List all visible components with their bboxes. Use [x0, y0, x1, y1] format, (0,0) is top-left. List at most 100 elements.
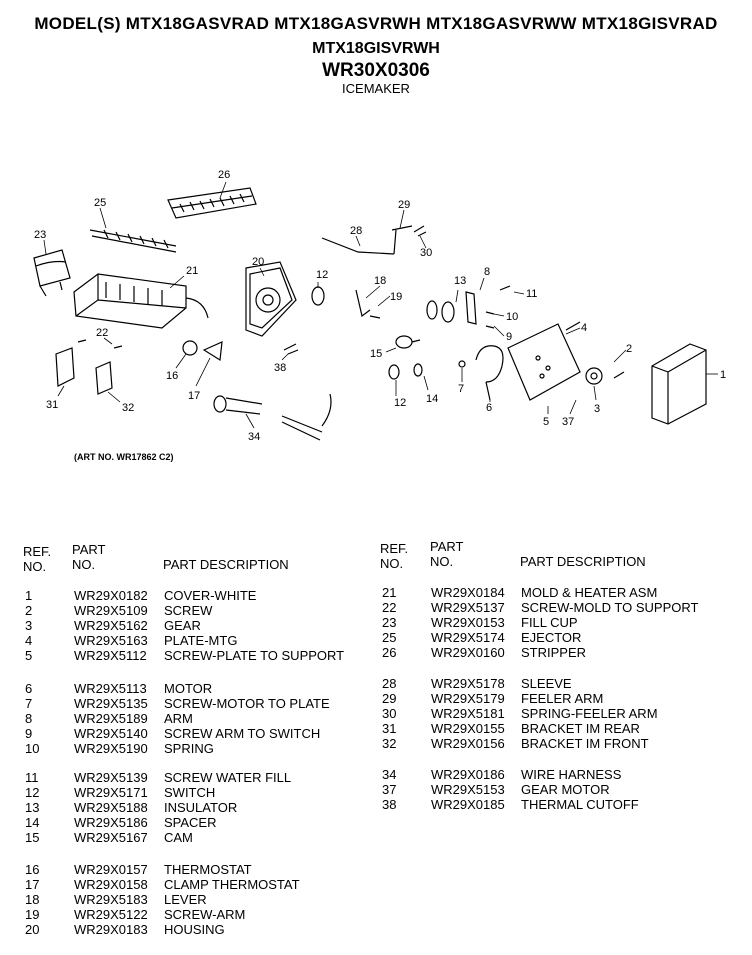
- part-number: WR29X5190: [74, 741, 148, 756]
- assembly-name: ICEMAKER: [342, 81, 410, 96]
- callout-30: 30: [420, 247, 432, 259]
- part-description: SCREW-MOTOR TO PLATE: [164, 696, 330, 711]
- part-description: SLEEVE: [521, 676, 572, 691]
- callout-38: 38: [274, 362, 286, 374]
- part-number: WR29X0185: [431, 797, 505, 812]
- callout-1: 1: [720, 369, 726, 381]
- description-header: PART DESCRIPTION: [163, 557, 289, 572]
- callout-21: 21: [186, 265, 198, 277]
- art-number: (ART NO. WR17862 C2): [74, 452, 174, 462]
- ref-header-line1-right: REF.: [380, 541, 409, 556]
- ref-header-line1: REF.: [23, 544, 52, 559]
- callout-12b: 12: [394, 397, 406, 409]
- model-list: MODEL(S) MTX18GASVRAD MTX18GASVRWH MTX18…: [34, 14, 718, 33]
- part-description: WIRE HARNESS: [521, 767, 622, 782]
- part-number: WR29X5122: [74, 907, 148, 922]
- part-wire-harness-drawing: [213, 393, 332, 441]
- ref-number: 25: [382, 630, 397, 645]
- callout-14: 14: [426, 393, 438, 405]
- part-number: WR29X5139: [74, 770, 148, 785]
- callout-6: 6: [486, 402, 492, 414]
- ref-number: 31: [382, 721, 397, 736]
- part-description: MOLD & HEATER ASM: [521, 585, 658, 600]
- description-header-right: PART DESCRIPTION: [520, 554, 646, 569]
- ref-number: 7: [25, 696, 33, 711]
- ref-number: 5: [25, 648, 33, 663]
- ref-number: 17: [25, 877, 40, 892]
- part-description: SCREW-ARM: [164, 907, 246, 922]
- part-description: BRACKET IM FRONT: [521, 736, 649, 751]
- part-description: STRIPPER: [521, 645, 587, 660]
- part-number: WR29X5140: [74, 726, 148, 741]
- part-mold-heater-drawing: [73, 273, 209, 329]
- callout-7: 7: [458, 383, 464, 395]
- part-description: SPRING: [164, 741, 214, 756]
- part-number: WR29X0184: [431, 585, 505, 600]
- part-lever-drawing: [355, 289, 381, 319]
- part-number: WR29X0155: [431, 721, 505, 736]
- ref-number: 30: [382, 706, 397, 721]
- callout-12a: 12: [316, 269, 328, 281]
- ref-header-line2: NO.: [23, 559, 47, 574]
- part-number: WR29X0157: [74, 862, 148, 877]
- part-feeler-arm-drawing: [321, 225, 427, 255]
- part-number: WR29X0183: [74, 922, 148, 937]
- ref-number: 13: [25, 800, 40, 815]
- callout-29: 29: [398, 199, 410, 211]
- callout-20: 20: [252, 256, 264, 268]
- ref-number: 2: [25, 603, 33, 618]
- part-description: FEELER ARM: [521, 691, 604, 706]
- ref-number: 8: [25, 711, 33, 726]
- part-number: WR29X5135: [74, 696, 148, 711]
- ref-number: 21: [382, 585, 397, 600]
- part-cam-drawing: [395, 335, 421, 349]
- part-description: COVER-WHITE: [164, 588, 257, 603]
- callout-31: 31: [46, 399, 58, 411]
- part-description: SWITCH: [164, 785, 216, 800]
- callout-5: 5: [543, 416, 549, 428]
- ref-number: 18: [25, 892, 40, 907]
- part-header-line1-right: PART: [430, 539, 464, 554]
- part-number: WR29X5137: [431, 600, 505, 615]
- part-motor-drawing: [458, 345, 504, 401]
- callout-4: 4: [581, 322, 587, 334]
- leader-lines: [43, 181, 718, 429]
- part-thermal-cutoff-drawing: [283, 343, 299, 355]
- ref-number: 6: [25, 681, 33, 696]
- ref-number: 16: [25, 862, 40, 877]
- part-mounting-plate-drawing: [507, 321, 581, 401]
- exploded-parts-diagram: 1 2 3 4 5 6 7 8 9 10 11 12 12 13 14 15 1…: [33, 169, 726, 443]
- model-list-continued: MTX18GISVRWH: [312, 40, 440, 57]
- part-description: ARM: [164, 711, 193, 726]
- part-description: LEVER: [164, 892, 207, 907]
- part-description: EJECTOR: [521, 630, 582, 645]
- callout-32: 32: [122, 402, 134, 414]
- callout-17: 17: [188, 390, 200, 402]
- part-header-line2-right: NO.: [430, 554, 454, 569]
- part-number: WR29X5171: [74, 785, 148, 800]
- ref-number: 22: [382, 600, 397, 615]
- ref-number: 37: [382, 782, 397, 797]
- part-ejector-drawing: [89, 229, 177, 253]
- part-number: WR29X0156: [431, 736, 505, 751]
- part-description: MOTOR: [164, 681, 213, 696]
- part-number: WR29X0158: [74, 877, 148, 892]
